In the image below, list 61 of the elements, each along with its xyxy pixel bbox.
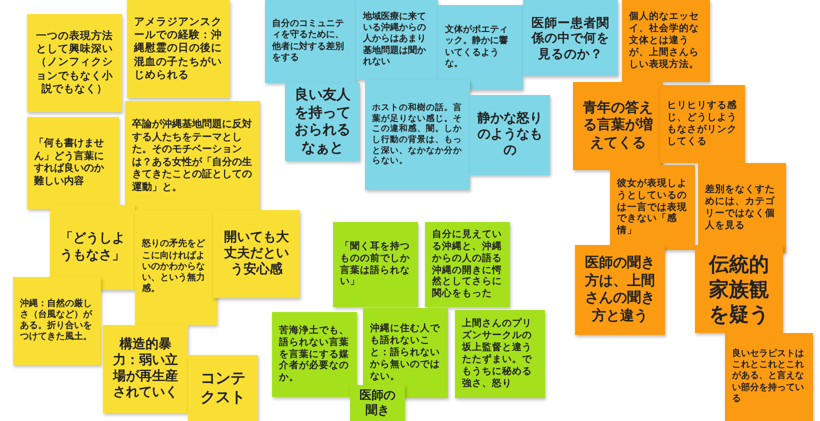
note-text: 怒りの矛先をどこに向ければよいのかわからない、という無力感。 [142,239,206,296]
note-text: 一つの表現方法として興味深い（ノンフィクションでもなく小説でもなく） [35,30,114,96]
note-text: 医師ー患者関係の中で何を見るのか？ [530,14,610,62]
sticky-note [695,245,783,333]
sticky-note [127,0,230,98]
note-text: コンテクスト [200,369,246,407]
sticky-note [470,95,550,175]
note-text: 文体がポエティック。静かに響いてくるような。 [445,25,509,70]
note-text: 彼女が表現しようとしているのは一言では表現できない「感情」 [617,178,688,238]
note-text: 医師の聞き [358,388,396,418]
note-text: ヒリヒリする感じ、どうしようもなさがリンクしてくる [667,100,738,148]
note-text: 静かな怒りのようなもの [477,110,543,160]
sticky-note [523,0,618,76]
sticky-note [333,222,418,307]
sticky-note [188,355,258,421]
sticky-note [573,82,663,170]
note-text: 個人的なエッセイ、社会学的な文体とは違うが、上間さんらしい表現方法。 [629,11,700,71]
sticky-note [455,310,545,398]
sticky-note [660,85,745,163]
note-text: 青年の答える言葉が増えてくる [582,100,654,152]
sticky-note [135,210,217,325]
note-text: アメラジアンスクールでの経験：沖縄慰霊の日の後に混血の子たちがいじめられる [134,16,223,82]
sticky-note [438,5,523,90]
note-text: 自分に見えている沖縄と、沖縄からの人の語る沖縄の開きに愕然としてさらに関心をもった [432,228,503,300]
note-text: 差別をなくすためには、カテゴリーではなく個人を見る [705,184,776,232]
note-text: ホストの和樹の話。言葉が足りない感じ。そこの違和感、闇。しかし行動の背景は、もっと深い、なかなか分からない。 [372,103,463,167]
note-text: 自分のコミュニティを守るために、他者に対する差別をする [272,19,345,64]
sticky-note [622,0,710,82]
sticky-note [725,333,813,421]
note-text: 「聞く耳を持つものの前でしか言葉は語られない」 [340,240,411,288]
sticky-note [265,0,357,83]
note-text: 伝統的家族観を疑う [708,252,770,326]
note-text: 卒論が沖縄基地問題に反対する人たちをテーマとした。そのモチベーションは？ある女性が「自分の生きてきたことの証としての運動」と。 [132,119,253,194]
note-text: 苦海浄土でも、語られない言葉を言葉にする媒介者が必要なのか。 [279,324,350,384]
sticky-note [27,14,122,112]
note-text: 良いセラピストはこれとこれとこれがある、と言えない部分を持っている [732,348,805,406]
sticky-note [610,165,695,250]
sticky-note [575,245,665,335]
note-text: 構造的暴力：弱い立場が再生産されていく [112,336,179,402]
note-text: 良い友人を持っておられるなぁと [294,87,352,157]
note-text: 地域医療に来ている沖縄からの人からはあまり基地問題は聞かれない [363,12,427,68]
sticky-note [698,163,786,253]
sticky-note [27,117,119,209]
sticky-note [425,222,510,307]
sticky-note [50,205,135,290]
note-text: 沖縄に住む人でも語れないこと：語られないから無いのではない。 [370,323,441,383]
sticky-note [103,325,188,413]
note-text: 開いても大丈夫だという安心感 [222,230,290,278]
sticky-note [285,83,360,161]
sticky-note [350,385,405,421]
note-text: 医師の聞き方は、上間さんの聞き方と違う [584,255,656,325]
note-text: 「どうしようもなさ」 [59,231,126,264]
note-text: 沖縄：自然の厳しさ（台風など）がある。折り合いをつけてきた風土。 [20,298,94,344]
sticky-note [125,101,260,212]
sticky-note [13,277,101,365]
sticky-note [356,0,438,80]
note-text: 上間さんのプリズンサークルの坂上監督と違うたたずまい。でもうちに秘める強さ、怒り [462,318,533,390]
sticky-note [365,80,470,190]
note-text: 「何も書けません」どう言葉にすれば良いのか難しい内容 [34,138,105,188]
sticky-note [272,312,357,397]
sticky-note [213,210,300,298]
